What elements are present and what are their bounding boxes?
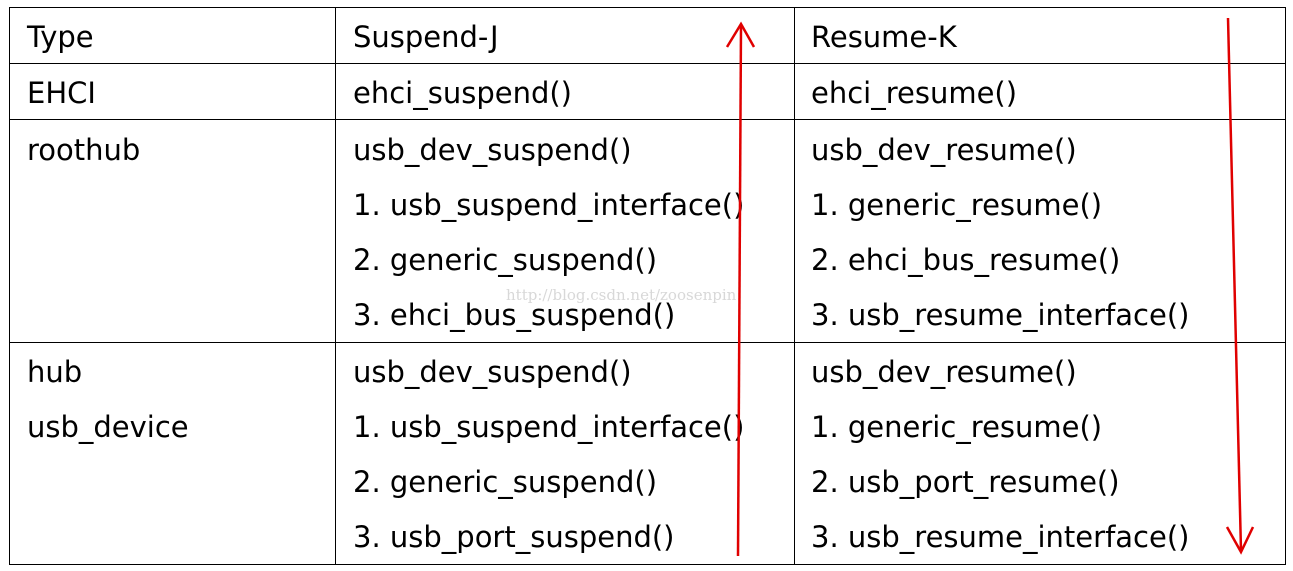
column-divider [794, 8, 795, 564]
suspend-cell: 3. usb_port_suspend() [353, 520, 675, 554]
suspend-cell: usb_dev_suspend() [353, 355, 632, 389]
suspend-cell: 3. ehci_bus_suspend() [353, 298, 676, 332]
down-arrow-head [1225, 526, 1255, 555]
type-cell: hub [27, 355, 83, 389]
down-arrow-icon [1225, 17, 1255, 555]
resume-cell: usb_dev_resume() [811, 133, 1077, 167]
suspend-cell: usb_dev_suspend() [353, 133, 632, 167]
resume-cell: 2. ehci_bus_resume() [811, 243, 1121, 277]
up-arrow-head [725, 21, 756, 48]
suspend-cell: 2. generic_suspend() [353, 243, 658, 277]
column-divider [335, 8, 336, 564]
row-divider [10, 342, 1285, 343]
resume-cell: 1. generic_resume() [811, 188, 1103, 222]
resume-cell: 3. usb_resume_interface() [811, 520, 1190, 554]
row-divider [10, 119, 1285, 120]
header-suspend: Suspend-J [353, 20, 499, 54]
suspend-cell: 1. usb_suspend_interface() [353, 410, 745, 444]
type-cell: usb_device [27, 410, 189, 444]
down-arrow-shaft [1226, 17, 1243, 552]
resume-cell: 3. usb_resume_interface() [811, 298, 1190, 332]
up-arrow-icon [725, 21, 756, 557]
header-resume: Resume-K [811, 20, 957, 54]
resume-cell: 1. generic_resume() [811, 410, 1103, 444]
resume-cell: usb_dev_resume() [811, 355, 1077, 389]
up-arrow-shaft [736, 24, 743, 557]
resume-cell: ehci_resume() [811, 76, 1018, 110]
resume-cell: 2. usb_port_resume() [811, 465, 1120, 499]
header-type: Type [27, 20, 94, 54]
suspend-cell: ehci_suspend() [353, 76, 572, 110]
suspend-cell: 2. generic_suspend() [353, 465, 658, 499]
suspend-cell: 1. usb_suspend_interface() [353, 188, 745, 222]
type-cell: roothub [27, 133, 141, 167]
watermark-text: http://blog.csdn.net/zoosenpin [506, 286, 737, 304]
api-table: Type Suspend-J Resume-K EHCI ehci_suspen… [9, 7, 1286, 565]
type-cell: EHCI [27, 76, 96, 110]
row-divider [10, 63, 1285, 64]
